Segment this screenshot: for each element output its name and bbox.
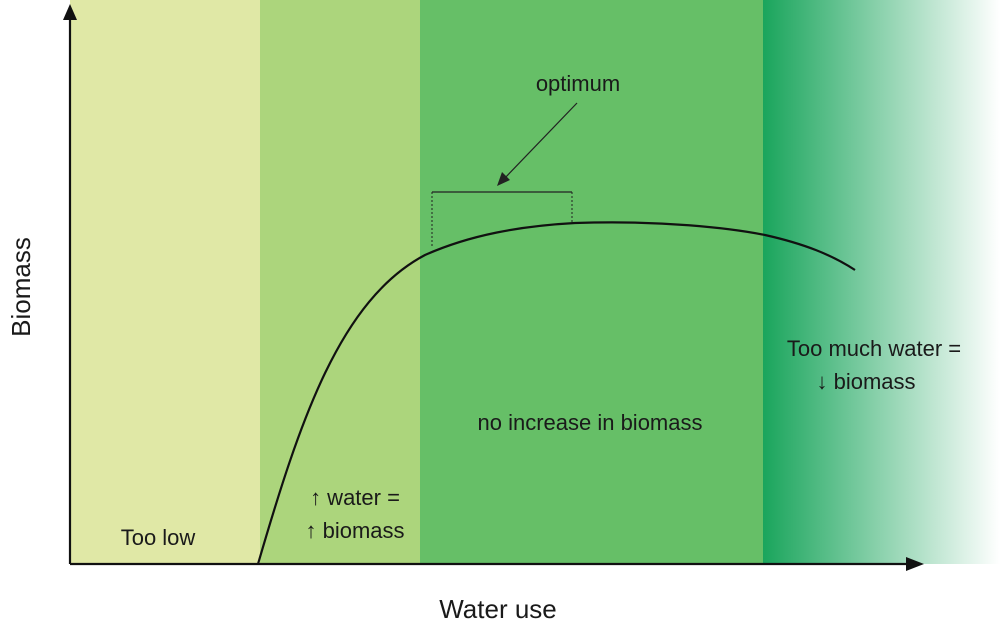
label-optimum: optimum [536, 71, 620, 96]
label-biomass-up: ↑ biomass [305, 518, 404, 543]
y-axis [63, 4, 77, 564]
label-too-much-water: Too much water = [787, 336, 961, 361]
label-water-up: ↑ water = [310, 485, 400, 510]
label-biomass-down: ↓ biomass [816, 369, 915, 394]
label-too-low: Too low [121, 525, 196, 550]
optimum-arrow [497, 102, 578, 186]
zone-too-much [763, 0, 1000, 564]
x-axis-title: Water use [439, 594, 557, 624]
optimum-bracket [431, 191, 573, 246]
zone-too-low [70, 0, 260, 564]
biomass-response-curve [256, 221, 856, 565]
y-axis-title: Biomass [6, 237, 36, 337]
label-no-increase: no increase in biomass [477, 410, 702, 435]
zone-plateau [420, 0, 763, 564]
x-axis [70, 557, 924, 571]
